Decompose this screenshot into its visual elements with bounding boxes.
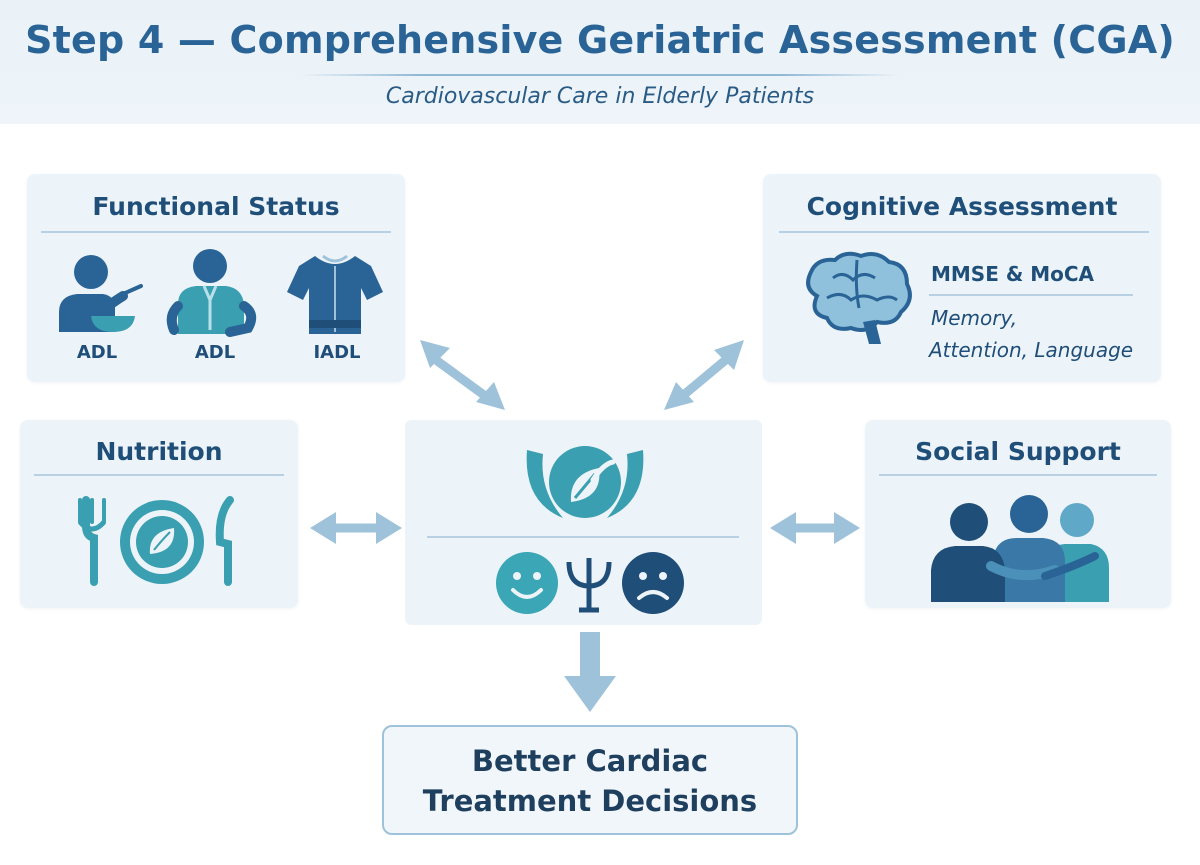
- arrow-social-hub: [770, 512, 860, 544]
- person-eating-icon: [59, 255, 143, 332]
- title-divider: [300, 74, 900, 76]
- adl-label-1: ADL: [76, 342, 118, 363]
- cga-hub: [405, 420, 762, 625]
- adl-label-2: ADL: [194, 342, 236, 363]
- hub-divider: [427, 536, 739, 538]
- arrow-cognitive-hub: [664, 340, 744, 410]
- plate-fork-knife-icon: [78, 496, 234, 586]
- people-group-icon: [931, 495, 1109, 602]
- social-support-card: Social Support: [865, 420, 1171, 608]
- cognitive-domains-line2: Attention, Language: [929, 338, 1134, 362]
- shirt-icon: [287, 254, 383, 334]
- iadl-label: IADL: [313, 342, 361, 363]
- cognitive-domains-line1: Memory,: [931, 306, 1018, 330]
- functional-status-card: Functional Status ADL ADL IADL: [27, 174, 405, 382]
- arrow-functional-hub: [420, 340, 505, 410]
- card-divider: [779, 231, 1149, 233]
- nutrition-title: Nutrition: [95, 437, 223, 466]
- tools-divider: [929, 294, 1133, 296]
- outcome-line2: Treatment Decisions: [422, 784, 758, 818]
- social-support-title: Social Support: [915, 437, 1121, 466]
- arrow-nutrition-hub: [310, 512, 402, 544]
- arrow-hub-outcome: [564, 632, 616, 712]
- functional-status-title: Functional Status: [92, 192, 340, 221]
- brain-icon: [806, 251, 912, 344]
- leaf-lotus-icon: [526, 446, 644, 518]
- card-divider: [41, 231, 391, 233]
- header-banner: Step 4 — Comprehensive Geriatric Assessm…: [0, 0, 1200, 124]
- outcome-box: Better Cardiac Treatment Decisions: [382, 725, 798, 835]
- cognitive-assessment-card: Cognitive Assessment MMSE & MoCA Memory,…: [763, 174, 1161, 382]
- card-divider: [879, 474, 1157, 476]
- outcome-line1: Better Cardiac: [471, 744, 709, 778]
- card-divider: [34, 474, 284, 476]
- page-title: Step 4 — Comprehensive Geriatric Assessm…: [25, 18, 1175, 62]
- page-subtitle: Cardiovascular Care in Elderly Patients: [385, 84, 815, 109]
- person-dressing-icon: [166, 249, 257, 337]
- mood-psych-icons: [496, 552, 684, 614]
- nutrition-card: Nutrition: [20, 420, 298, 608]
- cognitive-assessment-title: Cognitive Assessment: [806, 192, 1118, 221]
- cognitive-tools: MMSE & MoCA: [931, 262, 1095, 286]
